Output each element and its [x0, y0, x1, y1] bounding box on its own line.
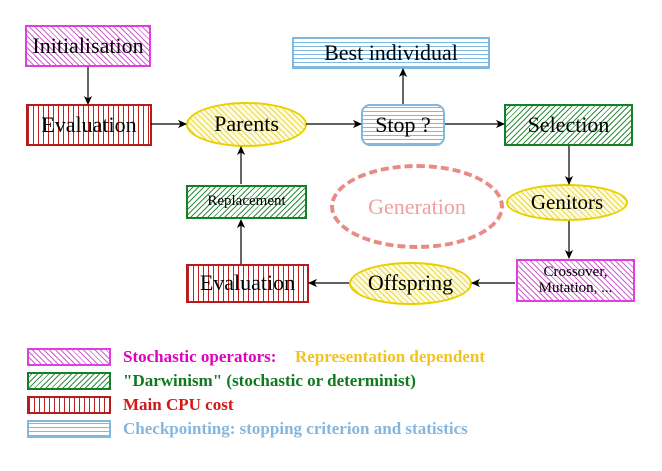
- node-best-individual[interactable]: Best individual: [292, 37, 490, 69]
- node-evaluation-bottom[interactable]: Evaluation: [186, 264, 309, 303]
- legend-label-representation-dependent: Representation dependent: [295, 347, 485, 366]
- node-crossover-mutation[interactable]: Crossover, Mutation, ...: [516, 259, 635, 302]
- legend-label-main-cpu-cost: Main CPU cost: [123, 395, 234, 414]
- node-stop[interactable]: Stop ?: [361, 104, 445, 146]
- node-generation: Generation: [330, 164, 504, 249]
- node-evaluation-top-label: Evaluation: [41, 111, 137, 137]
- legend-swatch-stochastic-operators: [27, 348, 111, 366]
- node-initialisation-label: Initialisation: [32, 32, 144, 58]
- node-evaluation-top[interactable]: Evaluation: [26, 104, 152, 146]
- node-best-individual-label: Best individual: [324, 39, 458, 65]
- node-initialisation[interactable]: Initialisation: [25, 25, 151, 67]
- node-genitors[interactable]: Genitors: [506, 184, 628, 221]
- legend-swatch-main-cpu-cost: [27, 396, 111, 414]
- legend-swatch-checkpointing: [27, 420, 111, 438]
- node-replacement[interactable]: Replacement: [186, 185, 307, 219]
- node-replacement-label: Replacement: [207, 193, 286, 210]
- legend-label-darwinism: "Darwinism" (stochastic or determinist): [123, 371, 416, 390]
- node-parents-label: Parents: [214, 111, 279, 137]
- node-parents[interactable]: Parents: [186, 102, 307, 147]
- node-evaluation-bottom-label: Evaluation: [199, 270, 296, 296]
- legend-swatch-darwinism: [27, 372, 111, 390]
- node-crossover-line2: Mutation, ...: [538, 279, 613, 296]
- node-stop-label: Stop ?: [375, 111, 431, 137]
- node-selection-label: Selection: [527, 111, 610, 137]
- legend-label-checkpointing: Checkpointing: stopping criterion and st…: [123, 419, 468, 438]
- node-selection[interactable]: Selection: [504, 104, 633, 146]
- node-offspring[interactable]: Offspring: [349, 262, 472, 305]
- node-crossover-line1: Crossover,: [543, 263, 608, 280]
- legend-label-stochastic-operators: Stochastic operators:: [123, 347, 277, 366]
- node-genitors-label: Genitors: [530, 189, 604, 214]
- node-generation-label: Generation: [368, 193, 466, 219]
- node-offspring-label: Offspring: [367, 270, 454, 296]
